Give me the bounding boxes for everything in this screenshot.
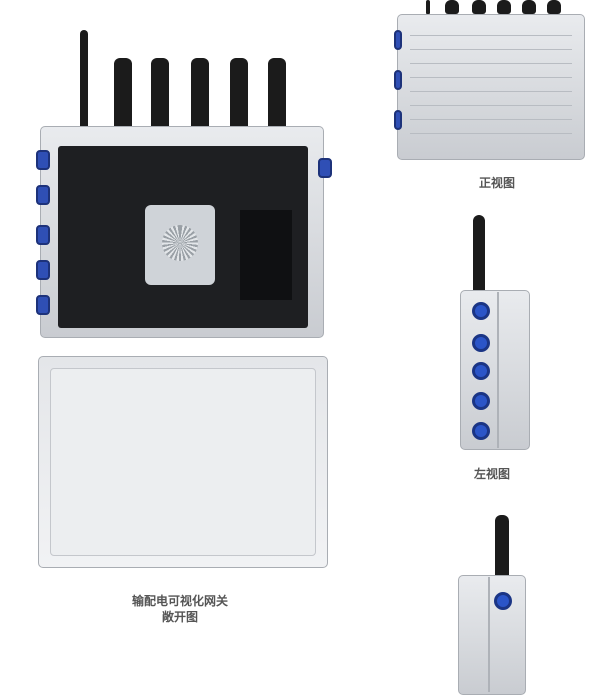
front-view-caption: 正视图 <box>478 176 515 190</box>
port-connector <box>36 225 50 245</box>
enclosure-side <box>460 290 530 450</box>
port-connector <box>318 158 332 178</box>
antenna <box>151 58 169 130</box>
antenna <box>445 0 459 14</box>
open-view-caption: 输配电可视化网关 敞开图 <box>100 593 260 625</box>
antenna <box>522 0 536 14</box>
enclosure-side <box>458 575 526 695</box>
port-connector <box>472 422 490 440</box>
antenna <box>230 58 248 130</box>
port-connector <box>494 592 512 610</box>
antenna <box>495 515 509 580</box>
antenna <box>268 58 286 130</box>
port-connector <box>394 70 402 90</box>
antenna <box>472 0 486 14</box>
port-connector <box>394 30 402 50</box>
port-connector <box>36 150 50 170</box>
enclosure-front <box>397 14 585 160</box>
antenna-thin <box>80 30 88 130</box>
module-slots <box>240 210 292 300</box>
port-connector <box>472 362 490 380</box>
port-connector <box>36 260 50 280</box>
port-connector <box>36 295 50 315</box>
port-connector <box>36 185 50 205</box>
caption-line2: 敞开图 <box>161 610 198 624</box>
lid-inner <box>50 368 316 556</box>
antenna <box>497 0 511 14</box>
caption-line1: 输配电可视化网关 <box>131 594 228 608</box>
antenna <box>114 58 132 130</box>
antenna <box>473 215 485 295</box>
fan-grille <box>162 225 198 261</box>
port-connector <box>472 302 490 320</box>
left-view-caption: 左视图 <box>473 467 510 481</box>
antenna <box>547 0 561 14</box>
port-connector <box>394 110 402 130</box>
port-connector <box>472 334 490 352</box>
port-connector <box>472 392 490 410</box>
antenna <box>191 58 209 130</box>
